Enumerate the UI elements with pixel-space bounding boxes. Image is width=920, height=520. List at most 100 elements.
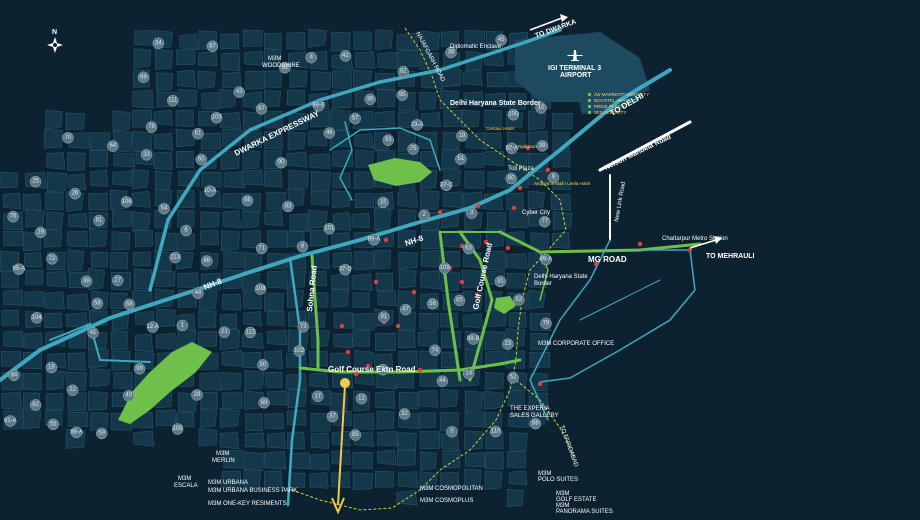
sector-marker[interactable]: 37-C xyxy=(440,179,454,192)
sector-marker[interactable]: 84 xyxy=(8,369,20,382)
sector-marker[interactable]: 44 xyxy=(436,375,449,387)
sector-marker[interactable]: 90 xyxy=(275,156,287,169)
sector-marker[interactable]: 81-A xyxy=(4,415,17,427)
sector-marker[interactable]: 58 xyxy=(91,297,104,310)
sector-marker[interactable]: 38 xyxy=(445,46,457,59)
sector-marker[interactable]: 95 xyxy=(396,89,409,101)
sector-marker[interactable]: 6 xyxy=(180,224,192,237)
sector-marker[interactable]: 80 xyxy=(505,172,517,185)
sector-marker[interactable]: 82-A xyxy=(505,142,518,155)
sector-marker[interactable]: 93 xyxy=(382,134,395,146)
poi-marker-icon[interactable] xyxy=(417,367,423,373)
sector-marker[interactable]: 78 xyxy=(145,121,158,133)
sector-marker[interactable]: 1 xyxy=(176,319,189,332)
sector-marker[interactable]: 110 xyxy=(489,425,502,438)
sector-marker[interactable]: 46 xyxy=(323,127,336,139)
poi-marker-icon[interactable] xyxy=(545,167,551,173)
sector-marker[interactable]: 71 xyxy=(255,242,268,255)
sector-marker[interactable]: 25 xyxy=(29,175,42,188)
sector-marker[interactable]: 89-B xyxy=(312,99,325,112)
sector-marker[interactable]: 18 xyxy=(45,361,58,374)
sector-marker[interactable]: 33 xyxy=(140,149,153,161)
sector-marker[interactable]: 82 xyxy=(397,65,410,78)
poi-marker-icon[interactable] xyxy=(687,247,693,253)
sector-marker[interactable]: 4 xyxy=(305,51,318,64)
sector-marker[interactable]: 54 xyxy=(158,202,170,215)
poi-marker-icon[interactable] xyxy=(475,203,481,209)
sector-marker[interactable]: 89 xyxy=(137,71,150,84)
poi-marker-icon[interactable] xyxy=(339,323,345,329)
sector-marker[interactable]: 86 xyxy=(201,255,213,267)
sector-marker[interactable]: 95-A xyxy=(13,263,26,275)
sector-marker[interactable]: 9 xyxy=(547,171,560,184)
poi-marker-icon[interactable] xyxy=(475,293,481,299)
sector-marker[interactable]: 37 xyxy=(326,410,339,423)
sector-marker[interactable]: 59 xyxy=(95,427,108,440)
sector-marker[interactable]: 64 xyxy=(107,140,119,152)
sector-marker[interactable]: 72 xyxy=(46,253,58,265)
sector-marker[interactable]: 106 xyxy=(120,196,133,208)
sector-marker[interactable]: 12-A xyxy=(146,321,159,333)
sector-marker[interactable]: 32 xyxy=(398,408,411,420)
sector-marker[interactable]: 65 xyxy=(453,294,466,307)
sector-marker[interactable]: 92 xyxy=(279,62,291,74)
sector-marker[interactable]: 100 xyxy=(507,108,520,121)
sector-marker[interactable]: 108 xyxy=(254,283,267,295)
sector-marker[interactable]: 111 xyxy=(167,94,179,107)
sector-marker[interactable]: 105 xyxy=(171,423,184,435)
sector-marker[interactable]: 22 xyxy=(66,384,79,396)
poi-marker-icon[interactable] xyxy=(353,371,359,377)
sector-marker[interactable]: 39 xyxy=(536,140,549,152)
sector-marker[interactable]: 50 xyxy=(257,359,269,371)
sector-marker[interactable]: 12 xyxy=(355,392,368,405)
poi-marker-icon[interactable] xyxy=(505,245,511,251)
sector-marker[interactable]: 74 xyxy=(429,344,441,357)
sector-marker[interactable]: 36 xyxy=(364,93,376,106)
sector-marker[interactable]: 48 xyxy=(192,287,204,299)
sector-marker[interactable]: 88 xyxy=(529,417,542,430)
sector-marker[interactable]: 45 xyxy=(495,34,507,46)
poi-marker-icon[interactable] xyxy=(593,261,599,267)
sector-marker[interactable]: 62 xyxy=(29,399,42,411)
sector-marker[interactable]: 10 xyxy=(535,102,547,114)
sector-marker[interactable]: 87 xyxy=(206,40,219,53)
sector-marker[interactable]: 99 xyxy=(133,363,146,375)
sector-marker[interactable]: 2 xyxy=(418,209,430,221)
poi-marker-icon[interactable] xyxy=(637,241,643,247)
sector-marker[interactable]: 55 xyxy=(47,418,59,431)
sector-marker[interactable]: 7 xyxy=(377,363,389,376)
sector-marker[interactable]: 28 xyxy=(191,389,203,401)
poi-marker-icon[interactable] xyxy=(373,279,379,285)
sector-marker[interactable]: 41 xyxy=(87,327,99,339)
sector-marker[interactable]: 88-B xyxy=(467,333,480,345)
sector-marker[interactable]: 61 xyxy=(192,127,204,140)
poi-marker-icon[interactable] xyxy=(537,381,543,387)
sector-marker[interactable]: 8 xyxy=(296,240,309,253)
sector-marker[interactable]: 79 xyxy=(540,317,552,330)
poi-marker-icon[interactable] xyxy=(365,363,371,369)
sector-marker[interactable]: 23 xyxy=(502,338,514,350)
sector-marker[interactable]: 17 xyxy=(312,390,324,403)
sector-marker[interactable]: 85 xyxy=(349,429,362,441)
poi-marker-icon[interactable] xyxy=(459,279,465,285)
sector-marker[interactable]: 112 xyxy=(244,326,257,339)
sector-marker[interactable]: 57 xyxy=(349,112,361,125)
sector-marker[interactable]: 3 xyxy=(465,207,478,219)
sector-marker[interactable]: 5 xyxy=(446,425,458,438)
sector-marker[interactable]: 14 xyxy=(462,367,475,380)
sector-marker[interactable]: 23-A xyxy=(411,119,424,131)
sector-marker[interactable]: 19 xyxy=(456,130,468,142)
sector-marker[interactable]: 37-D xyxy=(339,263,353,276)
sector-marker[interactable]: 31 xyxy=(494,275,507,288)
sector-marker[interactable]: 70 xyxy=(62,132,74,144)
sector-marker[interactable]: 73 xyxy=(297,321,309,333)
poi-marker-icon[interactable] xyxy=(511,205,517,211)
poi-marker-icon[interactable] xyxy=(437,209,443,215)
sector-marker[interactable]: 75 xyxy=(407,143,419,155)
sector-marker[interactable]: 34 xyxy=(152,37,165,50)
sector-marker[interactable]: 40 xyxy=(122,389,135,402)
sector-marker[interactable]: 68 xyxy=(123,298,135,311)
sector-marker[interactable]: 102 xyxy=(293,345,305,357)
